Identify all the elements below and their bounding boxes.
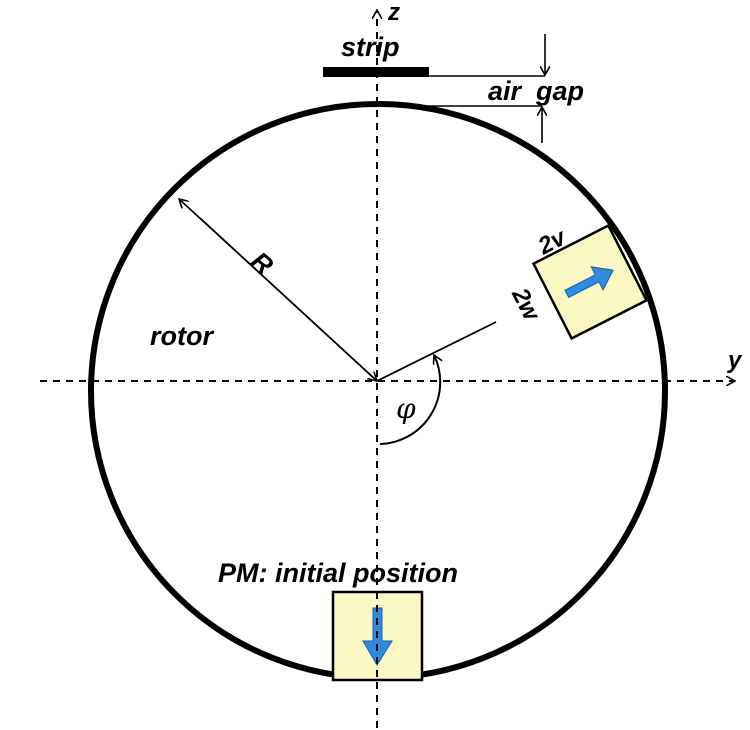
width-w-label: 2w (506, 283, 546, 326)
strip (323, 67, 429, 77)
magnet-direction-line (376, 321, 497, 382)
radius-arrow-back (199, 217, 377, 381)
angle-label: φ (396, 392, 416, 425)
y-axis-label: y (727, 347, 743, 374)
strip-label: strip (341, 32, 400, 62)
initial-magnet (331, 590, 424, 682)
rotated-magnet (531, 223, 649, 341)
z-axis-label: z (387, 0, 400, 26)
air-gap-label: air gap (488, 76, 584, 106)
rotor-label: rotor (150, 321, 214, 351)
pm-initial-label: PM: initial position (218, 558, 458, 588)
angle-arc (379, 355, 440, 445)
magnetization-arrow-icon (564, 266, 614, 299)
radius-label: R (245, 245, 279, 280)
